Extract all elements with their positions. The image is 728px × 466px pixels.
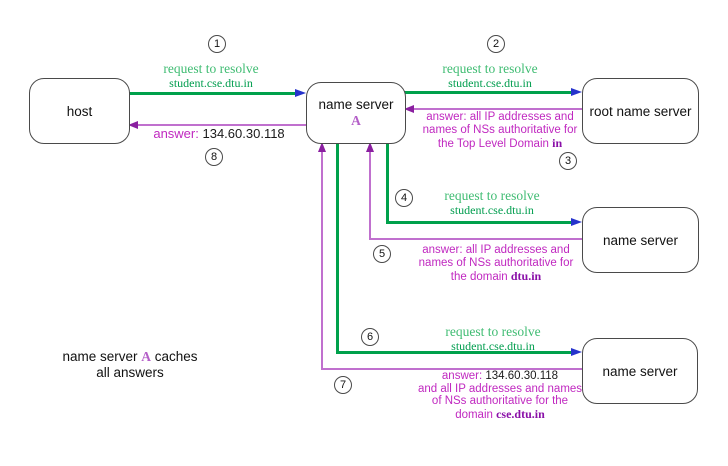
caption-line2: all answers — [96, 364, 164, 380]
answer-5-line3-text: the domain — [450, 271, 508, 283]
step-4-circle: 4 — [395, 189, 413, 207]
request-4-domain: student.cse.dtu.in — [450, 203, 534, 217]
answer-5-line3: the domain dtu.in — [419, 270, 574, 284]
answer-8-label: answer: 134.60.30.118 — [153, 126, 284, 141]
answer-3-label: answer: all IP addresses and names of NS… — [423, 111, 578, 151]
answer-3-line — [413, 108, 582, 110]
step-2-circle: 2 — [487, 35, 505, 53]
request-6-domain: student.cse.dtu.in — [451, 339, 535, 353]
answer-7-line3: of NSs authoritative for the — [431, 395, 569, 407]
request-4-arrowhead-icon — [571, 218, 582, 226]
step-4-number: 4 — [400, 192, 408, 204]
step-3-circle: 3 — [559, 152, 577, 170]
name-server-a-label: name server — [318, 97, 394, 112]
request-1-label: request to resolve student.cse.dtu.in — [163, 61, 258, 90]
answer-7-arrowhead-icon — [317, 142, 326, 152]
step-6-number: 6 — [366, 331, 374, 343]
answer-7-line-vertical — [321, 150, 323, 370]
answer-8-line — [137, 124, 306, 126]
answer-7-prefix: answer: — [441, 370, 483, 382]
answer-7-line4-text: domain — [455, 408, 493, 421]
answer-8-arrowhead-icon — [128, 120, 138, 129]
answer-3-arrowhead-icon — [404, 104, 414, 113]
answer-7-domain: cse.dtu.in — [496, 406, 545, 421]
answer-3-line3: the Top Level Domain in — [423, 137, 578, 151]
request-6-arrowhead-icon — [571, 348, 582, 356]
step-1-circle: 1 — [208, 35, 226, 53]
answer-5-label: answer: all IP addresses and names of NS… — [419, 244, 574, 284]
answer-5-arrowhead-icon — [365, 142, 374, 152]
caption-highlight: A — [141, 349, 151, 364]
request-1-arrowhead-icon — [295, 89, 306, 97]
step-5-number: 5 — [378, 248, 386, 260]
answer-3-line3-text: the Top Level Domain — [437, 138, 549, 150]
answer-7-line4: domain cse.dtu.in — [418, 406, 582, 422]
caption-line1: name server A caches — [62, 349, 197, 365]
answer-3-domain: in — [552, 136, 563, 150]
answer-5-line — [369, 238, 582, 240]
step-5-circle: 5 — [373, 245, 391, 263]
caption-post: caches — [154, 349, 198, 364]
step-3-number: 3 — [564, 155, 572, 167]
name-server-a-node: name server A — [306, 82, 406, 144]
step-7-circle: 7 — [334, 376, 352, 394]
root-name-server-label: root name server — [589, 103, 692, 119]
request-2-line — [404, 91, 572, 94]
request-4-label: request to resolve student.cse.dtu.in — [444, 188, 539, 217]
answer-7-ip: 134.60.30.118 — [485, 370, 559, 382]
host-node-label: host — [66, 103, 93, 119]
host-node: host — [29, 78, 130, 144]
name-server-a-sublabel: A — [351, 113, 361, 128]
answer-7-label: answer: 134.60.30.118 and all IP address… — [418, 370, 582, 421]
request-2-label: request to resolve student.cse.dtu.in — [442, 61, 537, 90]
caption-pre: name server — [62, 349, 138, 364]
tld-name-server-node: name server — [582, 207, 699, 273]
request-1-domain: student.cse.dtu.in — [169, 76, 253, 90]
answer-5-line-vertical — [369, 150, 371, 240]
request-1-text: request to resolve — [163, 61, 259, 76]
request-6-line-vertical — [336, 142, 339, 354]
answer-7-line1: answer: 134.60.30.118 — [418, 370, 582, 383]
request-2-arrowhead-icon — [571, 88, 582, 96]
step-8-circle: 8 — [205, 148, 223, 166]
request-6-text: request to resolve — [445, 324, 541, 339]
request-2-text: request to resolve — [442, 61, 538, 76]
request-4-text: request to resolve — [444, 188, 540, 203]
answer-3-line2: names of NSs authoritative for — [422, 124, 578, 136]
step-8-number: 8 — [210, 151, 218, 163]
answer-3-line1: answer: all IP addresses and — [426, 111, 574, 123]
step-1-number: 1 — [213, 38, 221, 50]
tld-name-server-label: name server — [602, 232, 679, 248]
answer-5-line2: names of NSs authoritative for — [418, 257, 574, 269]
request-4-line-vertical — [386, 142, 389, 224]
answer-7-line2: and all IP addresses and names — [417, 382, 583, 395]
step-2-number: 2 — [492, 38, 500, 50]
request-4-line — [386, 221, 572, 224]
answer-5-line1: answer: all IP addresses and — [422, 244, 570, 256]
answer-7-line — [321, 368, 582, 370]
request-6-label: request to resolve student.cse.dtu.in — [445, 324, 540, 353]
domain-name-server-label: name server — [602, 363, 678, 379]
answer-8-prefix: answer: — [153, 126, 199, 141]
answer-5-domain: dtu.in — [510, 269, 542, 283]
request-6-line — [336, 351, 572, 354]
step-7-number: 7 — [339, 379, 347, 391]
answer-8-ip: 134.60.30.118 — [202, 126, 285, 141]
caption: name server A caches all answers — [62, 349, 197, 380]
root-name-server-node: root name server — [582, 78, 699, 144]
request-1-line — [128, 92, 296, 95]
request-2-domain: student.cse.dtu.in — [448, 76, 532, 90]
step-6-circle: 6 — [361, 328, 379, 346]
domain-name-server-node: name server — [582, 338, 698, 404]
